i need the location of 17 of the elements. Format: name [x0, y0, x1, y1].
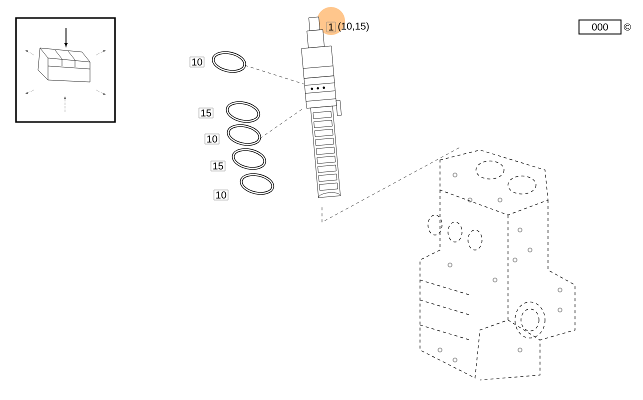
engine-block-drawing: [420, 150, 576, 380]
ring-drawing: [226, 101, 260, 123]
callout-number: 10: [190, 56, 204, 68]
callout-number: 10: [214, 190, 228, 200]
callout-number: 000: [578, 20, 622, 34]
callout-note: ©: [624, 23, 631, 31]
ring-drawing: [226, 124, 262, 146]
callout-note: (10,15): [338, 22, 369, 32]
ring-drawing: [240, 173, 274, 195]
callout-number: 15: [210, 160, 226, 172]
ring-drawing: [232, 148, 266, 170]
leader-line: [244, 65, 304, 84]
ring-drawing: [212, 51, 246, 73]
callout-number: 15: [198, 108, 214, 118]
callout-number: 10: [204, 134, 220, 144]
leader-line: [260, 108, 304, 139]
leader-line: [322, 147, 460, 222]
